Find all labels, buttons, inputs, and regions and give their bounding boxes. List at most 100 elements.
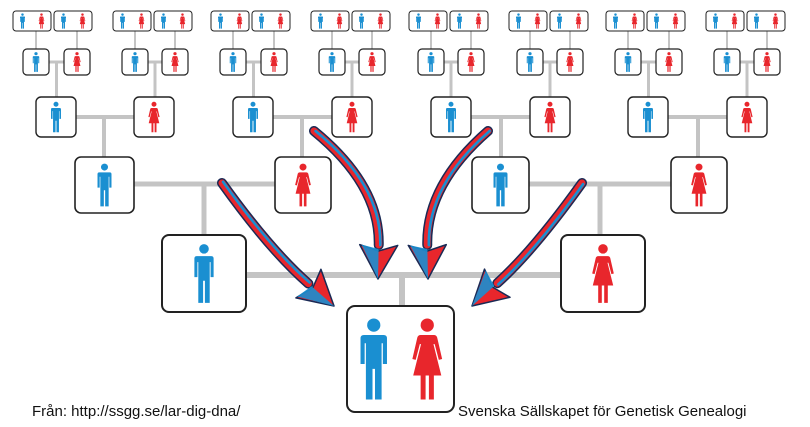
male-figure-icon xyxy=(446,101,456,133)
female-figure-icon xyxy=(672,13,679,29)
male-figure-icon xyxy=(97,163,112,207)
grandparent-box xyxy=(670,156,728,214)
male-figure-icon xyxy=(318,13,323,29)
third-great-grandparent-box xyxy=(112,10,152,32)
great-great-grandparent-box xyxy=(614,48,642,76)
third-great-grandparent-box xyxy=(746,10,786,32)
arrow-from-maternal-grandfather xyxy=(407,126,493,280)
grandparent-box xyxy=(471,156,530,214)
grandparent-box xyxy=(274,156,332,214)
male-figure-icon xyxy=(613,13,618,29)
third-great-grandparent-box xyxy=(408,10,448,32)
male-figure-icon xyxy=(713,13,718,29)
male-figure-icon xyxy=(723,52,731,72)
third-great-grandparent-box xyxy=(351,10,391,32)
female-figure-icon xyxy=(377,13,384,29)
female-figure-icon xyxy=(691,163,707,207)
male-figure-icon xyxy=(427,52,435,72)
great-great-grandparent-box xyxy=(417,48,445,76)
female-figure-icon xyxy=(631,13,638,29)
arrow-from-paternal-grandmother xyxy=(309,126,399,280)
male-figure-icon xyxy=(120,13,125,29)
third-great-grandparent-box xyxy=(12,10,52,32)
great-great-grandparent-box xyxy=(516,48,544,76)
arrow-from-paternal-grandfather xyxy=(217,178,335,307)
female-figure-icon xyxy=(731,13,738,29)
female-figure-icon xyxy=(434,13,441,29)
female-figure-icon xyxy=(38,13,45,29)
society-caption: Svenska Sällskapet för Genetisk Genealog… xyxy=(458,403,747,420)
male-figure-icon xyxy=(416,13,421,29)
male-figure-icon xyxy=(248,101,258,133)
male-figure-icon xyxy=(360,318,387,400)
female-figure-icon xyxy=(566,52,574,72)
female-figure-icon xyxy=(467,52,475,72)
female-figure-icon xyxy=(534,13,541,29)
male-figure-icon xyxy=(654,13,659,29)
male-figure-icon xyxy=(61,13,66,29)
third-great-grandparent-box xyxy=(53,10,93,32)
male-figure-icon xyxy=(161,13,166,29)
male-figure-icon xyxy=(624,52,632,72)
male-figure-icon xyxy=(218,13,223,29)
great-great-grandparent-box xyxy=(713,48,741,76)
female-figure-icon xyxy=(592,244,614,303)
great-grandparent-box xyxy=(726,96,768,138)
male-figure-icon xyxy=(131,52,139,72)
third-great-grandparent-box xyxy=(646,10,686,32)
mother-box xyxy=(560,234,646,313)
great-great-grandparent-box xyxy=(556,48,584,76)
female-figure-icon xyxy=(412,318,443,400)
third-great-grandparent-box xyxy=(310,10,350,32)
female-figure-icon xyxy=(763,52,771,72)
female-figure-icon xyxy=(171,52,179,72)
female-figure-icon xyxy=(544,101,556,133)
male-figure-icon xyxy=(643,101,653,133)
female-figure-icon xyxy=(475,13,482,29)
male-figure-icon xyxy=(457,13,462,29)
third-great-grandparent-box xyxy=(251,10,291,32)
female-figure-icon xyxy=(368,52,376,72)
self-box xyxy=(346,305,455,413)
male-figure-icon xyxy=(229,52,237,72)
female-figure-icon xyxy=(336,13,343,29)
great-great-grandparent-box xyxy=(260,48,288,76)
great-great-grandparent-box xyxy=(22,48,50,76)
female-figure-icon xyxy=(772,13,779,29)
female-figure-icon xyxy=(148,101,160,133)
source-caption: Från: http://ssgg.se/lar-dig-dna/ xyxy=(32,403,241,420)
great-great-grandparent-box xyxy=(121,48,149,76)
female-figure-icon xyxy=(665,52,673,72)
arrow-from-maternal-grandmother xyxy=(471,178,587,307)
third-great-grandparent-box xyxy=(705,10,745,32)
grandparent-box xyxy=(74,156,135,214)
female-figure-icon xyxy=(277,13,284,29)
male-figure-icon xyxy=(526,52,534,72)
father-box xyxy=(161,234,247,313)
female-figure-icon xyxy=(575,13,582,29)
male-figure-icon xyxy=(557,13,562,29)
female-figure-icon xyxy=(179,13,186,29)
female-figure-icon xyxy=(346,101,358,133)
female-figure-icon xyxy=(79,13,86,29)
great-grandparent-box xyxy=(35,96,77,138)
third-great-grandparent-box xyxy=(605,10,645,32)
great-grandparent-box xyxy=(331,96,373,138)
male-figure-icon xyxy=(259,13,264,29)
male-figure-icon xyxy=(51,101,61,133)
third-great-grandparent-box xyxy=(210,10,250,32)
great-great-grandparent-box xyxy=(161,48,189,76)
great-great-grandparent-box xyxy=(358,48,386,76)
female-figure-icon xyxy=(138,13,145,29)
male-figure-icon xyxy=(194,244,214,303)
male-figure-icon xyxy=(20,13,25,29)
great-grandparent-box xyxy=(430,96,472,138)
great-great-grandparent-box xyxy=(457,48,485,76)
female-figure-icon xyxy=(270,52,278,72)
great-great-grandparent-box xyxy=(753,48,781,76)
male-figure-icon xyxy=(493,163,508,207)
female-figure-icon xyxy=(236,13,243,29)
female-figure-icon xyxy=(73,52,81,72)
great-great-grandparent-box xyxy=(655,48,683,76)
